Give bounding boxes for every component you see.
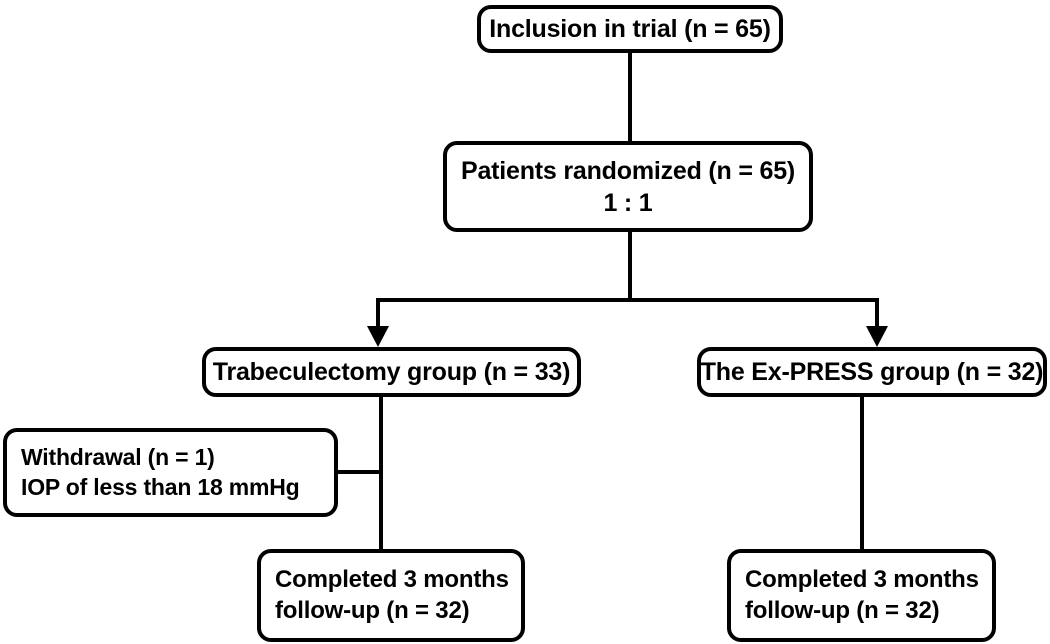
node-randomized-line-1: Patients randomized (n = 65)	[460, 156, 796, 185]
node-express-group-line-1: The Ex-PRESS group (n = 32)	[700, 358, 1044, 386]
node-express-completed: Completed 3 months follow-up (n = 32)	[727, 549, 996, 642]
node-patients-randomized: Patients randomized (n = 65) 1 : 1	[443, 141, 813, 232]
node-inclusion-in-trial: Inclusion in trial (n = 65)	[477, 5, 783, 53]
node-randomized-line-2: 1 : 1	[603, 188, 653, 217]
node-trabeculectomy-completed-line-2: follow-up (n = 32)	[275, 596, 470, 624]
node-withdrawal-line-1: Withdrawal (n = 1)	[21, 444, 215, 471]
node-withdrawal-line-2: IOP of less than 18 mmHg	[21, 473, 300, 500]
arrowhead-down-right	[866, 326, 888, 347]
node-inclusion-line-1: Inclusion in trial (n = 65)	[489, 15, 771, 43]
node-express-group: The Ex-PRESS group (n = 32)	[697, 347, 1047, 397]
node-trabeculectomy-group-line-1: Trabeculectomy group (n = 33)	[212, 358, 571, 386]
node-trabeculectomy-completed-line-1: Completed 3 months	[275, 565, 509, 593]
node-trabeculectomy-completed: Completed 3 months follow-up (n = 32)	[257, 549, 525, 642]
arrowhead-down-left	[367, 326, 389, 347]
node-trabeculectomy-group: Trabeculectomy group (n = 33)	[202, 347, 581, 397]
node-express-completed-line-1: Completed 3 months	[745, 565, 979, 593]
node-express-completed-line-2: follow-up (n = 32)	[745, 596, 940, 624]
node-withdrawal: Withdrawal (n = 1) IOP of less than 18 m…	[3, 428, 338, 517]
